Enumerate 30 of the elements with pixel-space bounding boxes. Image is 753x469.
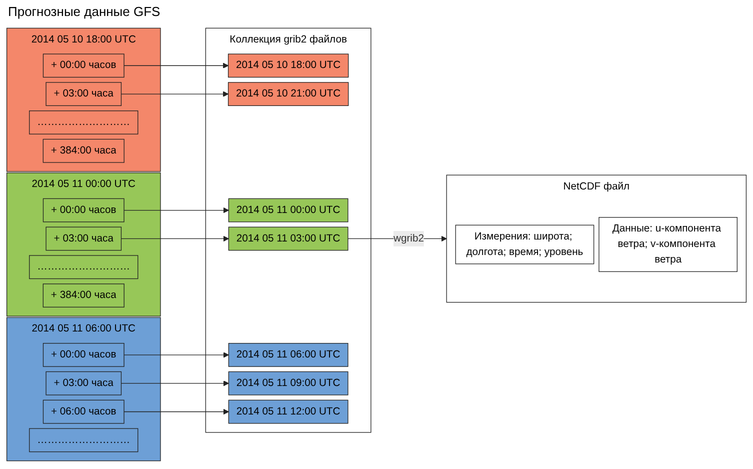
arrow [124, 62, 229, 68]
diagram-label: Прогнозные данные GFS [8, 4, 160, 19]
node-box: Данные: u-компонента ветра; v-компонента ветра [598, 217, 738, 272]
node-box: 2014 05 11 12:00 UTC [228, 400, 348, 424]
arrow [124, 207, 229, 214]
node-box: + 03:00 часа [46, 226, 122, 251]
node-box: 2014 05 10 18:00 UTC [228, 54, 349, 78]
edge-label: wgrib2 [394, 232, 424, 244]
node-box: 2014 05 11 09:00 UTC [228, 371, 348, 396]
arrow [124, 408, 229, 415]
node-box: ……………………… [29, 255, 138, 280]
node-box: + 384:00 часа [42, 284, 124, 308]
node-box: + 03:00 часа [46, 82, 122, 106]
node-box: + 00:00 часов [42, 342, 124, 367]
node-box: + 03:00 часа [46, 371, 122, 396]
node-box: Измерения: широта; долгота; время; уровень [455, 224, 594, 264]
node-box: 2014 05 11 03:00 UTC [228, 226, 348, 251]
arrow [120, 380, 229, 386]
node-box: + 06:00 часов [42, 400, 124, 424]
node-box: 2014 05 11 00:00 UTC [228, 198, 348, 222]
node-box: 2014 05 10 21:00 UTC [228, 82, 349, 106]
node-box: ……………………… [29, 110, 138, 134]
node-box: + 00:00 часов [42, 54, 124, 78]
node-box: + 00:00 часов [42, 198, 124, 222]
node-box: + 384:00 часа [42, 138, 124, 163]
arrow [120, 91, 229, 97]
node-box: 2014 05 11 06:00 UTC [228, 342, 348, 367]
arrow [124, 352, 229, 358]
node-box: ……………………… [29, 428, 138, 452]
arrow [120, 236, 229, 242]
